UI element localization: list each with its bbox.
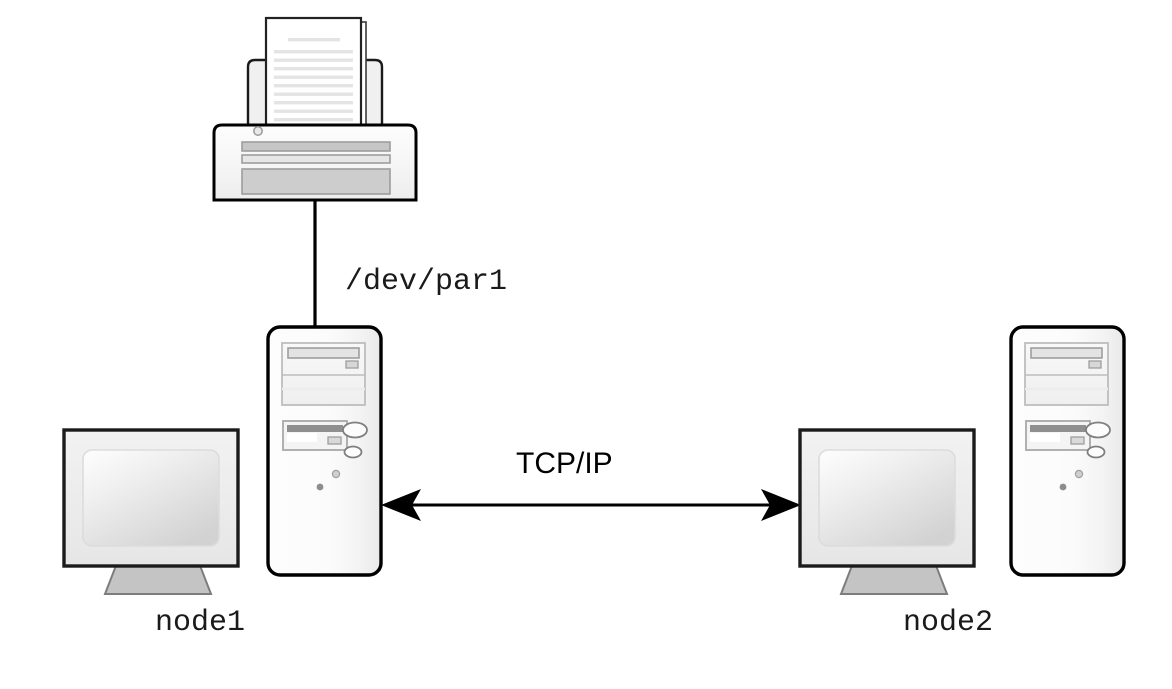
node1-monitor (62, 428, 240, 595)
printer-output-tray (241, 168, 391, 195)
node1-tower-reset-button[interactable] (343, 445, 363, 459)
printer-connection-label: /dev/par1 (345, 265, 507, 299)
node1-tower-floppy-slot (287, 425, 343, 432)
node1-tower-floppy-label (287, 433, 317, 442)
network-arrowhead-left (381, 489, 421, 521)
node2-monitor (798, 428, 976, 595)
network-arrowhead-right (761, 489, 801, 521)
node2-tower-floppy-eject (1070, 436, 1085, 445)
node1-tower (266, 325, 383, 577)
node2-label: node2 (903, 606, 993, 640)
node2-tower-led-hdd (1059, 483, 1067, 491)
node1-tower-power-button[interactable] (342, 421, 368, 439)
node2-tower-reset-button[interactable] (1086, 445, 1106, 459)
printer-device (212, 16, 418, 202)
node1-monitor-screen (82, 449, 220, 547)
node2-tower (1009, 325, 1126, 577)
node2-tower-floppy-slot (1030, 425, 1086, 432)
node1-tower-eject-button (345, 360, 359, 369)
printer-slot-top (241, 141, 391, 152)
node2-tower-floppy-label (1030, 433, 1060, 442)
node1-tower-led-hdd (316, 483, 324, 491)
node2-monitor-screen (818, 449, 956, 547)
node1-tower-led-power (331, 469, 341, 479)
printer-paper-lines (274, 38, 353, 122)
network-link (381, 489, 801, 521)
network-link-label: TCP/IP (516, 447, 613, 480)
printer-power-led (253, 126, 263, 136)
printer-slot-mid (241, 154, 391, 164)
node2-tower-led-power (1074, 469, 1084, 479)
node1-tower-optical-drive (287, 347, 360, 359)
node2-tower-eject-button (1088, 360, 1102, 369)
node1-label: node1 (155, 606, 245, 640)
node2-tower-power-button[interactable] (1085, 421, 1111, 439)
node2-tower-optical-drive (1030, 347, 1103, 359)
node1-tower-floppy-eject (327, 436, 342, 445)
